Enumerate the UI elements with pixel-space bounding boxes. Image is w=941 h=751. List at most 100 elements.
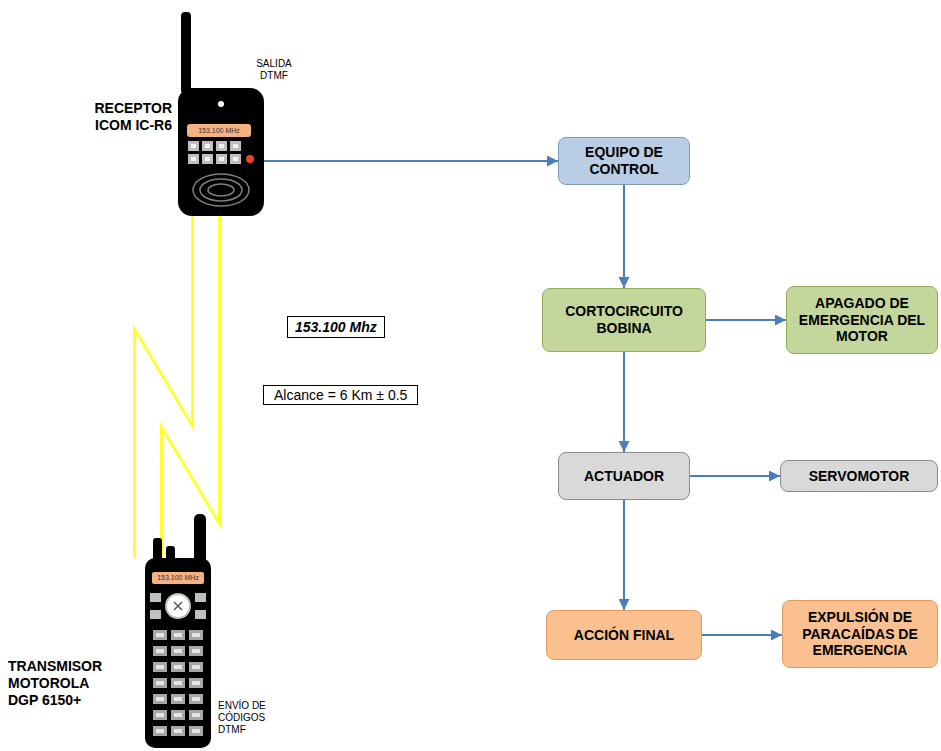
arrow-line	[690, 475, 780, 477]
antenna	[181, 12, 191, 94]
key	[153, 646, 167, 656]
key-mark	[156, 713, 164, 717]
key	[153, 678, 167, 688]
radio-illustration	[178, 88, 264, 216]
box-label: ACCIÓN FINAL	[574, 627, 674, 644]
nav-button	[166, 594, 190, 618]
key	[230, 154, 241, 164]
key-mark	[192, 649, 200, 653]
output-note: SALIDA DTMF	[248, 58, 300, 82]
key	[171, 726, 185, 736]
receiver-illustration	[178, 12, 264, 216]
key-mark	[192, 665, 200, 669]
box-label: EXPULSIÓN DE PARACAÍDAS DE EMERGENCIA	[790, 609, 930, 659]
key-mark	[205, 144, 210, 148]
side-key	[195, 610, 206, 619]
speaker-grille	[208, 184, 234, 196]
key	[153, 694, 167, 704]
key-mark	[233, 157, 238, 161]
key-mark	[191, 144, 196, 148]
key	[153, 662, 167, 672]
key-mark	[192, 633, 200, 637]
key	[171, 646, 185, 656]
result-box: SERVOMOTOR	[780, 460, 938, 492]
display-screen	[152, 572, 204, 584]
side-key	[195, 593, 206, 602]
arrow-connector	[624, 185, 625, 288]
box-label: CORTOCIRCUITO BOBINA	[550, 303, 698, 337]
key	[188, 154, 199, 164]
key-mark	[174, 697, 182, 701]
arrow-connector	[264, 161, 558, 162]
key	[171, 630, 185, 640]
radio-link	[148, 216, 206, 558]
key	[216, 154, 227, 164]
key	[189, 678, 203, 688]
arrow-line	[702, 634, 782, 636]
key	[230, 141, 241, 151]
key	[189, 646, 203, 656]
arrow-connector	[690, 476, 780, 477]
key	[171, 678, 185, 688]
key	[171, 694, 185, 704]
key-mark	[174, 729, 182, 733]
range-label: Alcance = 6 Km ± 0.5	[263, 385, 418, 405]
key-mark	[174, 633, 182, 637]
key	[189, 710, 203, 720]
process-box: CORTOCIRCUITO BOBINA	[542, 288, 706, 352]
key	[202, 154, 213, 164]
arrow-connector	[624, 500, 625, 610]
arrow-line	[706, 319, 786, 321]
key-mark	[156, 697, 164, 701]
result-box: APAGADO DE EMERGENCIA DEL MOTOR	[786, 286, 938, 354]
speaker-grille	[193, 174, 249, 206]
key-mark	[219, 157, 224, 161]
arrow-line	[623, 185, 625, 288]
process-box: ACCIÓN FINAL	[546, 610, 702, 660]
key-mark	[156, 633, 164, 637]
indicator-dot	[218, 101, 224, 107]
key	[202, 141, 213, 151]
device-name: TRANSMISOR MOTOROLA DGP 6150+	[8, 658, 108, 708]
input-note: ENVÍO DE CÓDIGOS DTMF	[218, 700, 270, 736]
key	[189, 662, 203, 672]
key-mark	[174, 681, 182, 685]
key	[153, 726, 167, 736]
side-key	[150, 610, 161, 619]
key-mark	[156, 649, 164, 653]
result-box: EXPULSIÓN DE PARACAÍDAS DE EMERGENCIA	[782, 600, 938, 668]
speaker-grille	[200, 179, 242, 201]
key-mark	[156, 665, 164, 669]
key	[188, 141, 199, 151]
display-screen	[187, 124, 251, 137]
arrow-line	[623, 352, 625, 452]
antenna	[194, 514, 206, 564]
key-mark	[174, 665, 182, 669]
key-mark	[156, 681, 164, 685]
key	[189, 630, 203, 640]
key-mark	[192, 697, 200, 701]
process-box: EQUIPO DE CONTROL	[558, 137, 690, 185]
key-mark	[192, 681, 200, 685]
radio-body	[145, 558, 211, 748]
radio-illustration	[145, 558, 211, 748]
link-gap	[148, 216, 206, 558]
link-band	[148, 216, 206, 558]
arrow-connector	[706, 320, 786, 321]
side-key	[150, 593, 161, 602]
radio-body	[178, 88, 264, 216]
power-mark	[246, 155, 254, 163]
key	[153, 710, 167, 720]
arrow-connector	[702, 635, 782, 636]
receiver-radio: RECEPTOR ICOM IC-R6SALIDA DTMF	[178, 88, 264, 216]
arrow-connector	[624, 352, 625, 452]
key-mark	[174, 649, 182, 653]
key-mark	[219, 144, 224, 148]
box-label: SERVOMOTOR	[809, 468, 910, 485]
key-mark	[191, 157, 196, 161]
process-box: ACTUADOR	[558, 452, 690, 500]
key	[171, 710, 185, 720]
key	[189, 726, 203, 736]
transmitter-illustration	[145, 514, 211, 748]
